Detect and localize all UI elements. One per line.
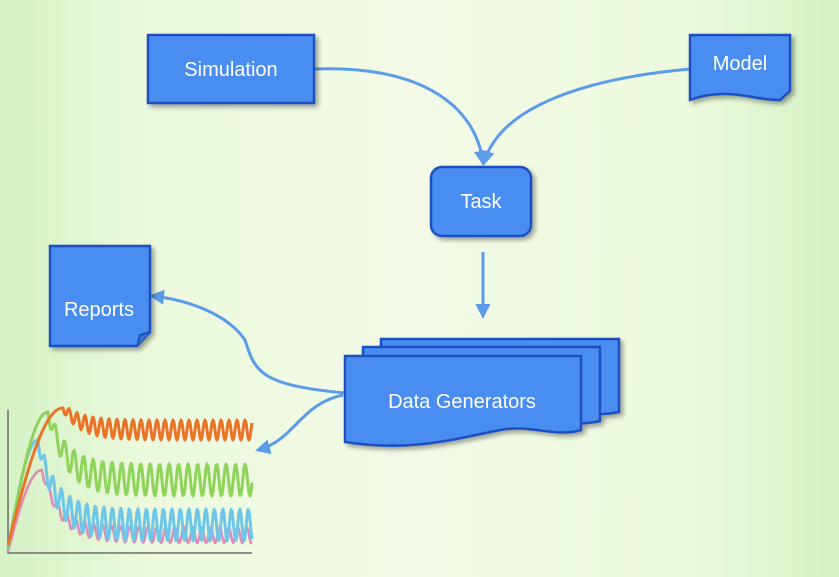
simulation-label: Simulation [184, 59, 277, 81]
plot-series-group [6, 406, 254, 553]
arrow-data-generators-to-plot [255, 393, 344, 455]
task-label: Task [460, 191, 502, 213]
plot-series-blue [6, 438, 254, 551]
data-generators-front-sheet [343, 354, 583, 447]
model-node[interactable]: Model [688, 33, 792, 102]
simulation-box [146, 33, 316, 105]
plot-axes [7, 410, 252, 554]
task-box [429, 165, 533, 238]
plot-series-orange [6, 406, 254, 546]
arrows [149, 67, 691, 455]
reports-document-shape [48, 244, 152, 348]
task-node[interactable]: Task [429, 165, 533, 238]
arrow-model-to-task [479, 67, 691, 166]
plot-thumbnail [6, 406, 254, 554]
model-label: Model [713, 53, 767, 75]
arrow-simulation-to-task [313, 67, 489, 166]
model-document-shape [688, 33, 792, 102]
reports-label: Reports [64, 299, 134, 321]
reports-folded-corner [136, 331, 151, 347]
arrow-data-generators-to-reports [149, 289, 346, 395]
simulation-node[interactable]: Simulation [146, 33, 316, 105]
reports-node[interactable]: Reports [48, 244, 152, 348]
data-generators-label: Data Generators [388, 391, 536, 413]
data-generators-node[interactable]: Data Generators [343, 337, 621, 447]
